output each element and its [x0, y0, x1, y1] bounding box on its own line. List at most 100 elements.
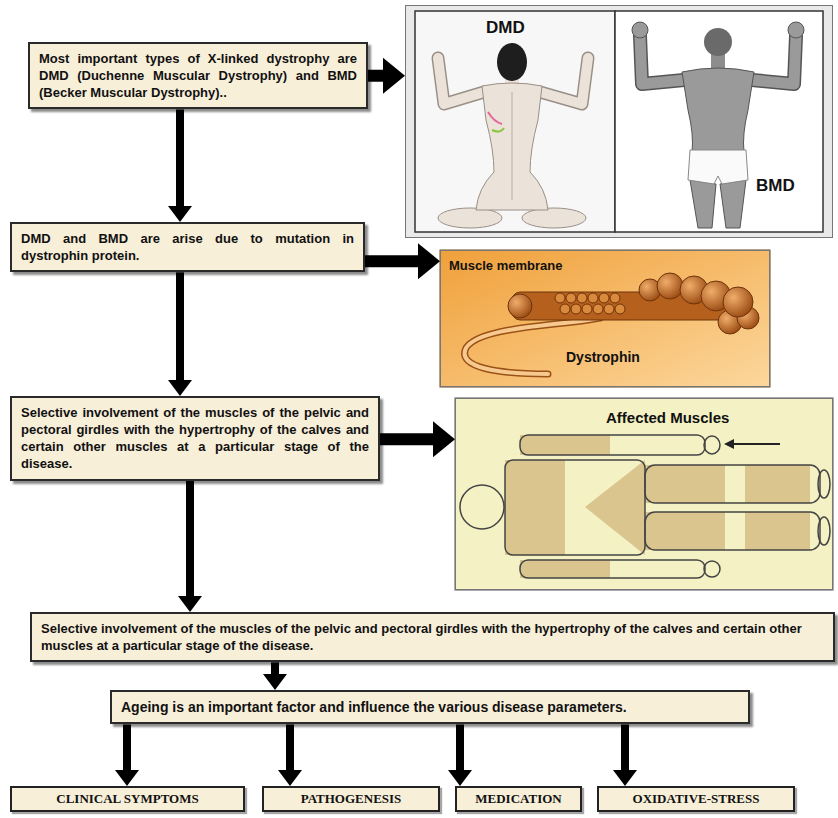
- figure-panel: DMDBMD: [405, 5, 833, 238]
- arrow-head: [178, 596, 202, 612]
- arm-outline: [438, 58, 484, 104]
- lattice-bead: [615, 304, 625, 314]
- body-outline: [520, 560, 705, 578]
- lattice-bead: [604, 304, 614, 314]
- panel-label: Dystrophin: [566, 349, 640, 365]
- lattice-bead: [571, 304, 581, 314]
- connector-arrow: [613, 724, 637, 786]
- leg: [522, 208, 586, 228]
- pointer-arrow: [732, 443, 780, 445]
- connector-shaft: [176, 272, 184, 381]
- connector-shaft: [186, 481, 194, 598]
- arrow-head: [278, 770, 302, 786]
- panel-label: DMD: [486, 18, 525, 38]
- category-box: PATHOGENESIS: [262, 786, 440, 812]
- arrow-head: [115, 770, 139, 786]
- affected-region: [520, 560, 610, 578]
- leg: [690, 180, 716, 228]
- arrow-head: [448, 770, 472, 786]
- panel-label: Affected Muscles: [606, 409, 729, 426]
- arrow-head: [168, 380, 192, 396]
- arm-outline: [752, 36, 796, 84]
- affected-region: [505, 460, 565, 555]
- arrow-head: [433, 421, 455, 457]
- membrane-sphere: [508, 294, 532, 318]
- category-box: CLINICAL SYMPTOMS: [10, 786, 245, 812]
- dystrophin-rod-outline: [465, 318, 600, 374]
- body-outline: [704, 561, 720, 577]
- spine: [511, 92, 513, 200]
- figure-panel: Muscle membraneDystrophin: [440, 250, 770, 387]
- affected-region: [745, 512, 810, 550]
- arm-outline: [540, 58, 588, 104]
- process-box: DMD and BMD are arise due to mutation in…: [10, 222, 365, 272]
- scapula-mark: [492, 128, 504, 132]
- leg: [438, 208, 502, 228]
- connector-shaft: [176, 109, 184, 207]
- connector-arrow: [448, 724, 472, 786]
- arrow-head: [263, 674, 287, 690]
- body-outline: [520, 435, 705, 455]
- connector-arrow: [380, 421, 455, 457]
- box-text: MEDICATION: [461, 791, 576, 807]
- figure-panel: Affected Muscles: [455, 398, 833, 590]
- fist: [632, 22, 648, 38]
- photo-panel: [615, 11, 823, 232]
- box-text: PATHOGENESIS: [268, 791, 434, 807]
- arm: [438, 58, 484, 104]
- head: [497, 43, 527, 81]
- process-box: Selective involvement of the muscles of …: [30, 612, 835, 662]
- fist: [788, 22, 804, 38]
- connector-arrow: [263, 662, 287, 690]
- muscle-map-panel: [455, 398, 833, 590]
- affected-region: [520, 435, 610, 455]
- pointer-arrow-head: [724, 439, 734, 449]
- box-text: Selective involvement of the muscles of …: [41, 620, 824, 654]
- connector-shaft: [380, 433, 435, 445]
- underwear: [688, 150, 748, 184]
- torso: [476, 83, 548, 210]
- head: [704, 28, 732, 56]
- connector-arrow: [115, 724, 139, 786]
- body-outline: [645, 465, 820, 503]
- connector-shaft: [271, 662, 279, 675]
- process-box: Ageing is an important factor and influe…: [110, 690, 750, 724]
- connector-arrow: [368, 58, 405, 94]
- connector-arrow: [168, 109, 192, 222]
- scapula-mark: [488, 112, 502, 124]
- connector-shaft: [365, 255, 420, 267]
- arrow-head: [383, 58, 405, 94]
- membrane-sphere: [723, 287, 753, 317]
- dystrophin-rod: [465, 318, 600, 374]
- lattice-bead: [560, 304, 570, 314]
- connector-arrow: [365, 243, 440, 279]
- box-text: Ageing is an important factor and influe…: [121, 698, 739, 716]
- process-box: Selective involvement of the muscles of …: [10, 396, 380, 481]
- affected-region: [585, 460, 645, 555]
- connector-shaft: [368, 70, 385, 82]
- box-text: CLINICAL SYMPTOMS: [16, 791, 239, 807]
- lattice-bead: [582, 304, 592, 314]
- body-outline: [645, 512, 820, 550]
- arrow-head: [418, 243, 440, 279]
- lattice-bead: [577, 293, 587, 303]
- body-outline: [818, 470, 830, 498]
- body-outline: [704, 436, 720, 454]
- connector-arrow: [168, 272, 192, 396]
- body-outline: [505, 460, 645, 555]
- arm: [540, 58, 588, 104]
- lattice-bead: [593, 304, 603, 314]
- category-box: MEDICATION: [455, 786, 582, 812]
- lattice-bead: [555, 293, 565, 303]
- leg: [720, 180, 746, 228]
- arm: [640, 36, 684, 84]
- arrow-head: [613, 770, 637, 786]
- affected-region: [745, 465, 810, 503]
- box-text: OXIDATIVE-STRESS: [603, 791, 789, 807]
- connector-shaft: [621, 724, 629, 771]
- connector-shaft: [123, 724, 131, 771]
- box-text: Most important types of X-linked dystrop…: [39, 50, 357, 101]
- affected-region: [645, 465, 725, 503]
- photo-frame: [405, 5, 833, 238]
- connector-arrow: [278, 724, 302, 786]
